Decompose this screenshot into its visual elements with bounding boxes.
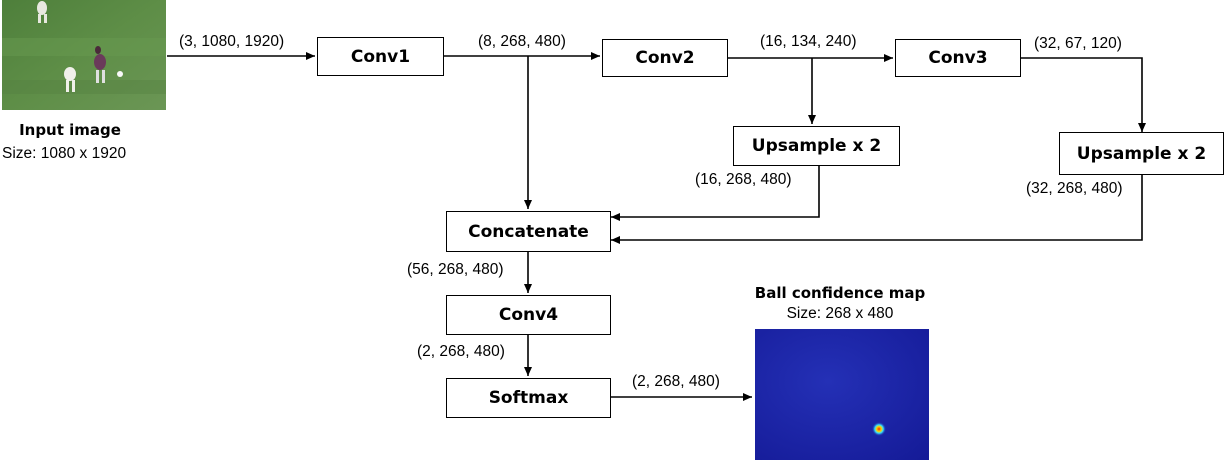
edge-upsample-b-concat [611, 175, 1143, 244]
node-conv4: Conv4 [446, 295, 611, 335]
node-concatenate: Concatenate [446, 211, 611, 252]
confidence-heatmap [755, 329, 929, 460]
shape-softmax-out: (2, 268, 480) [632, 373, 720, 390]
input-image-size: Size: 1080 x 1920 [2, 145, 127, 162]
shape-conv1-out: (8, 268, 480) [478, 33, 566, 50]
edge-upsample-a-concat [611, 166, 820, 221]
input-image-title: Input image [19, 121, 121, 139]
shape-conv4-out: (2, 268, 480) [417, 343, 505, 360]
output-size: Size: 268 x 480 [786, 305, 894, 322]
shape-concat-out: (56, 268, 480) [407, 261, 504, 278]
node-upsample-a: Upsample x 2 [733, 126, 900, 166]
shape-conv2-out: (16, 134, 240) [760, 33, 857, 50]
node-softmax: Softmax [446, 378, 611, 418]
edge-conv3-upsample-b [1020, 57, 1146, 132]
node-upsample-b: Upsample x 2 [1059, 132, 1224, 175]
node-conv3: Conv3 [895, 39, 1021, 77]
input-image [2, 0, 166, 110]
node-conv1: Conv1 [317, 37, 444, 76]
ball-detection-spot [872, 422, 886, 436]
shape-input-to-conv1: (3, 1080, 1920) [179, 33, 285, 50]
shape-conv3-out: (32, 67, 120) [1034, 35, 1122, 52]
node-conv2: Conv2 [602, 39, 728, 77]
output-title: Ball confidence map [754, 284, 926, 302]
shape-upsample-b-out: (32, 268, 480) [1026, 180, 1123, 197]
shape-upsample-a-out: (16, 268, 480) [695, 171, 792, 188]
